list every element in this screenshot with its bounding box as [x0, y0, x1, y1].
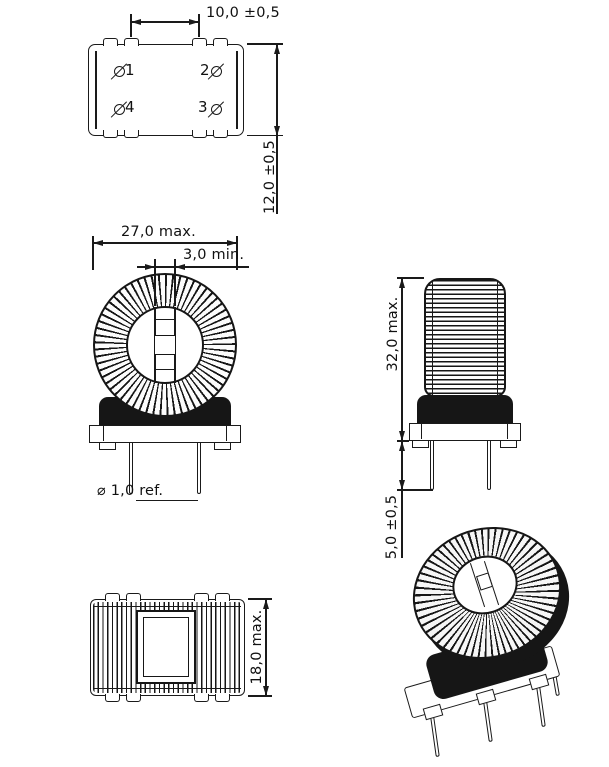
dim-line [131, 21, 199, 23]
arrowhead [273, 44, 280, 54]
winding-boundary-line [94, 688, 241, 690]
core-window [136, 610, 196, 684]
ext-line [174, 259, 176, 306]
arrowhead [262, 686, 269, 696]
base-foot [214, 442, 231, 450]
housing-tab [102, 130, 118, 138]
arrowhead [273, 126, 280, 136]
housing-tab [104, 694, 120, 702]
ext-line [247, 135, 283, 137]
dim-pin-diameter: ⌀ 1,0 ref. [97, 483, 164, 499]
arrowhead [227, 239, 237, 246]
leader-line [136, 500, 198, 502]
ext-line [397, 277, 424, 279]
arrowhead [175, 263, 185, 270]
ext-line [198, 14, 200, 37]
base-foot [500, 440, 517, 448]
ext-line [154, 259, 156, 306]
housing-tab [214, 593, 230, 601]
pin-lead [129, 442, 133, 494]
dim-line [93, 242, 237, 244]
ext-line [247, 43, 283, 45]
pin-3-label: 3 [198, 98, 208, 116]
base-foot [99, 442, 116, 450]
housing-tab [191, 130, 207, 138]
coil-edge-line [497, 280, 499, 395]
pin-lead [487, 440, 491, 490]
housing-tab [193, 694, 209, 702]
base-slot-line [507, 424, 509, 439]
pin-3d [536, 686, 546, 728]
arrowhead [262, 599, 269, 609]
ext-line [92, 236, 94, 270]
base-slot-line [226, 426, 228, 441]
dim-line [401, 441, 403, 558]
coil-edge-line [432, 280, 434, 395]
base-foot [412, 440, 429, 448]
arrowhead [131, 18, 141, 25]
coil-side-winding [424, 278, 506, 397]
core-channel-tick [155, 319, 175, 321]
dim-line [401, 278, 403, 441]
base-slot-line [103, 426, 105, 441]
arrowhead [398, 431, 405, 441]
housing-tab [123, 38, 139, 46]
housing-tab [125, 694, 141, 702]
pin-3d [430, 716, 440, 758]
arrowhead [398, 278, 405, 288]
housing-tab [123, 130, 139, 138]
housing-tab [191, 38, 207, 46]
base-slot-line [421, 424, 423, 439]
footprint-outline [88, 44, 244, 136]
base-plate [89, 425, 241, 443]
housing-outline [90, 599, 245, 696]
base-pedestal [417, 395, 513, 423]
pin-lead [197, 442, 201, 494]
arrowhead [145, 263, 155, 270]
core-center-block [154, 335, 176, 355]
arrowhead [398, 441, 405, 451]
arrowhead [398, 480, 405, 490]
dim-line [137, 266, 249, 268]
core-channel-tick [155, 369, 175, 371]
housing-tab [212, 38, 228, 46]
arrowhead [93, 239, 103, 246]
core-window-inner [143, 617, 189, 677]
housing-tab [193, 593, 209, 601]
arrowhead [189, 18, 199, 25]
ext-line [130, 14, 132, 37]
housing-tab [214, 694, 230, 702]
ext-line [248, 598, 272, 600]
pin-3d [483, 701, 493, 743]
pin-4-label: 4 [125, 98, 135, 116]
dim-pin-pitch: 10,0 ±0,5 [206, 5, 280, 21]
ext-line [236, 236, 238, 270]
winding-boundary-line [94, 606, 241, 608]
ext-line [248, 695, 272, 697]
dim-line [265, 599, 267, 696]
housing-wall-line [95, 51, 97, 129]
housing-tab [212, 130, 228, 138]
pin-1-label: 1 [125, 61, 135, 79]
dim-center-gap: 3,0 min. [183, 247, 245, 263]
housing-tab [104, 593, 120, 601]
housing-tab [125, 593, 141, 601]
ext-line [397, 489, 433, 491]
dim-outer-width: 27,0 max. [121, 224, 196, 240]
pin-2-label: 2 [200, 61, 210, 79]
housing-wall-line [236, 51, 238, 129]
base-plate [409, 423, 521, 441]
housing-tab [102, 38, 118, 46]
